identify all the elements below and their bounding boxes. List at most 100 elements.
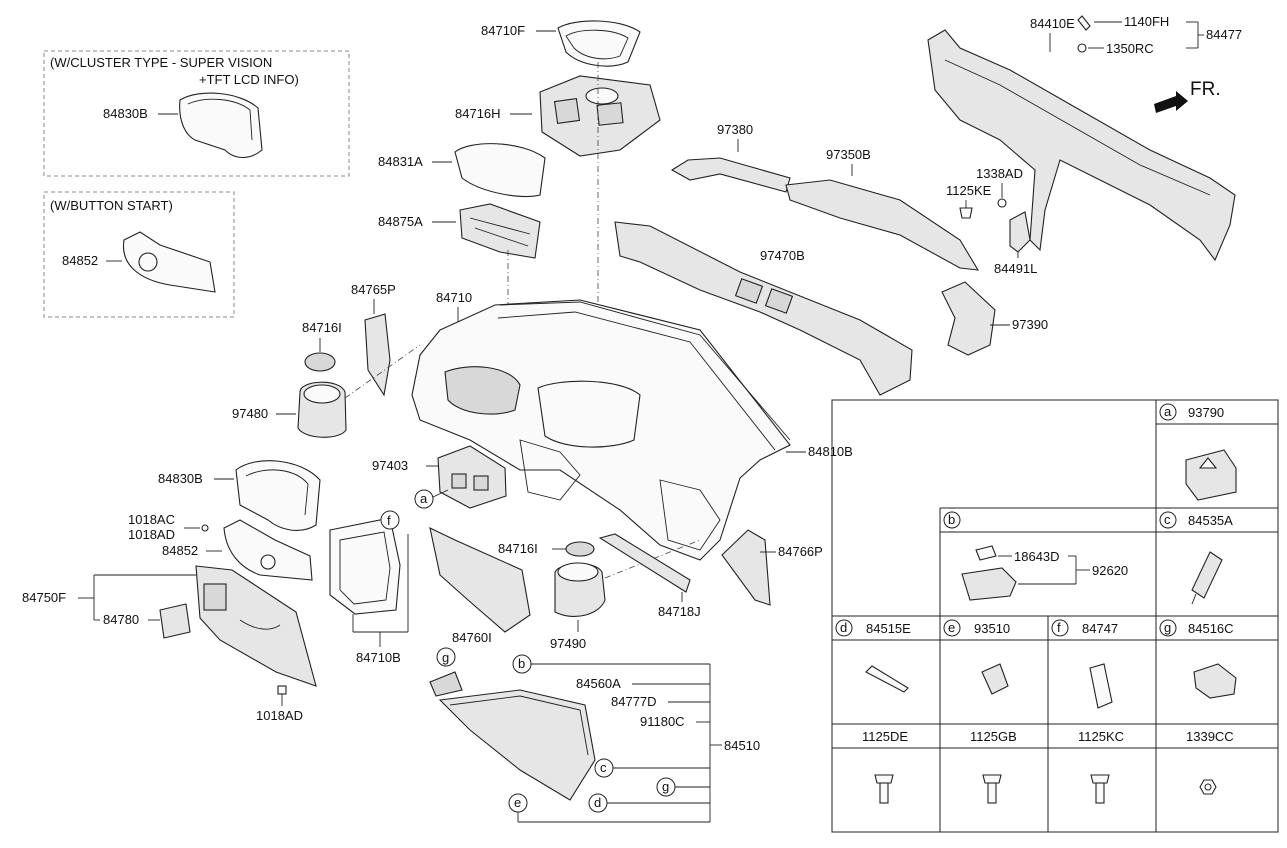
hazard-switch-93790 [1185, 449, 1237, 501]
label-84777D: 84777D [611, 694, 657, 709]
label-84716I-right: 84716I [498, 541, 538, 556]
label-1350RC: 1350RC [1106, 41, 1154, 56]
crossbar-84410E [927, 29, 1236, 262]
vent-97403 [437, 445, 507, 509]
table-c-code: 84535A [1188, 513, 1233, 528]
bracket-84875A [459, 203, 541, 259]
cover-84780 [159, 603, 191, 639]
label-97490: 97490 [550, 636, 586, 651]
callout-e-table-text: e [948, 620, 955, 635]
side-panel-84765P [364, 313, 391, 397]
label-1018AD-bottom: 1018AD [256, 708, 303, 723]
clip-84747 [1089, 663, 1113, 709]
label-1018AC: 1018AC [128, 512, 175, 527]
button-start-box [43, 191, 235, 318]
cluster-hood-84830B [235, 460, 321, 531]
label-97403: 97403 [372, 458, 408, 473]
bolt-1125DE [874, 774, 894, 804]
pin-84515E [865, 665, 909, 693]
label-84765P: 84765P [351, 282, 396, 297]
label-84831A: 84831A [378, 154, 423, 169]
label-84710: 84710 [436, 290, 472, 305]
label-84830B-top: 84830B [103, 106, 148, 121]
button-note: (W/BUTTON START) [50, 198, 173, 213]
callout-e-glove-text: e [514, 795, 521, 810]
clip-84535A [1191, 551, 1223, 599]
label-84766P: 84766P [778, 544, 823, 559]
label-18643D: 18643D [1014, 549, 1060, 564]
callout-a-left-text: a [420, 491, 428, 506]
callout-f-left-text: f [387, 513, 391, 528]
callout-f-table [1051, 619, 1069, 637]
callout-d-table [835, 619, 853, 637]
clip-93510 [981, 663, 1009, 695]
label-84852: 84852 [162, 543, 198, 558]
bulb-18643D [975, 545, 997, 561]
label-84852-top: 84852 [62, 253, 98, 268]
fr-arrow-icon [1154, 91, 1188, 113]
bolt-1125KC [1090, 774, 1110, 804]
table-d-code: 84515E [866, 621, 911, 636]
cluster-variant-box [43, 50, 350, 177]
label-84830B: 84830B [158, 471, 203, 486]
side-panel-84766P [721, 529, 771, 606]
label-84875A: 84875A [378, 214, 423, 229]
label-84718J: 84718J [658, 604, 701, 619]
label-97480: 97480 [232, 406, 268, 421]
callout-g-table-text: g [1164, 620, 1171, 635]
cluster-note-line1: (W/CLUSTER TYPE - SUPER VISION [50, 55, 272, 70]
callout-b-table [943, 511, 961, 529]
fastener-84516C [1193, 663, 1237, 699]
callout-g-top [436, 647, 456, 667]
callout-e-table [943, 619, 961, 637]
label-84410E: 84410E [1030, 16, 1075, 31]
label-97470B: 97470B [760, 248, 805, 263]
grille-84716I-right [565, 541, 595, 557]
table-h4: 1339CC [1186, 729, 1234, 744]
grille-84716I-left [304, 352, 336, 372]
label-84710B: 84710B [356, 650, 401, 665]
callout-a-table-text: a [1164, 404, 1172, 419]
label-84510: 84510 [724, 738, 760, 753]
callout-f-table-text: f [1057, 620, 1061, 635]
label-1125KE: 1125KE [946, 183, 992, 198]
table-h2: 1125GB [970, 729, 1017, 744]
callout-a-table [1159, 403, 1177, 421]
bolt-1125GB [982, 774, 1002, 804]
callout-f-left [380, 510, 400, 530]
label-97350B: 97350B [826, 147, 871, 162]
label-84810B: 84810B [808, 444, 853, 459]
callout-b-glove-text: b [518, 656, 525, 671]
label-1338AD: 1338AD [976, 166, 1023, 181]
column-shroud-84852 [223, 519, 313, 581]
panel-84760I [429, 527, 531, 633]
callout-c-glove-text: c [600, 760, 607, 775]
callout-d-glove-text: d [594, 795, 601, 810]
table-g-code: 84516C [1188, 621, 1234, 636]
label-84716I-left: 84716I [302, 320, 342, 335]
label-92620: 92620 [1092, 563, 1128, 578]
label-84780: 84780 [103, 612, 139, 627]
callout-c-table-text: c [1164, 512, 1171, 527]
label-84491L: 84491L [994, 261, 1037, 276]
label-84477: 84477 [1206, 27, 1242, 42]
label-97390: 97390 [1012, 317, 1048, 332]
lamp-92620 [961, 567, 1017, 601]
label-84560A: 84560A [576, 676, 621, 691]
label-84710F: 84710F [481, 23, 525, 38]
callout-g-glove-text: g [662, 779, 669, 794]
table-f-code: 84747 [1082, 621, 1118, 636]
bracket-84718J [598, 533, 691, 593]
direction-label: FR. [1190, 79, 1221, 100]
callout-g-table [1159, 619, 1177, 637]
cluster-hood-supervision [179, 92, 263, 159]
duct-97390 [941, 281, 996, 356]
nut-1339CC [1199, 779, 1217, 795]
cover-84710F [557, 20, 641, 67]
duct-97350B [785, 179, 980, 271]
callout-b-table-text: b [948, 512, 955, 527]
label-97380: 97380 [717, 122, 753, 137]
label-84750F: 84750F [22, 590, 66, 605]
duct-97380 [670, 157, 791, 193]
